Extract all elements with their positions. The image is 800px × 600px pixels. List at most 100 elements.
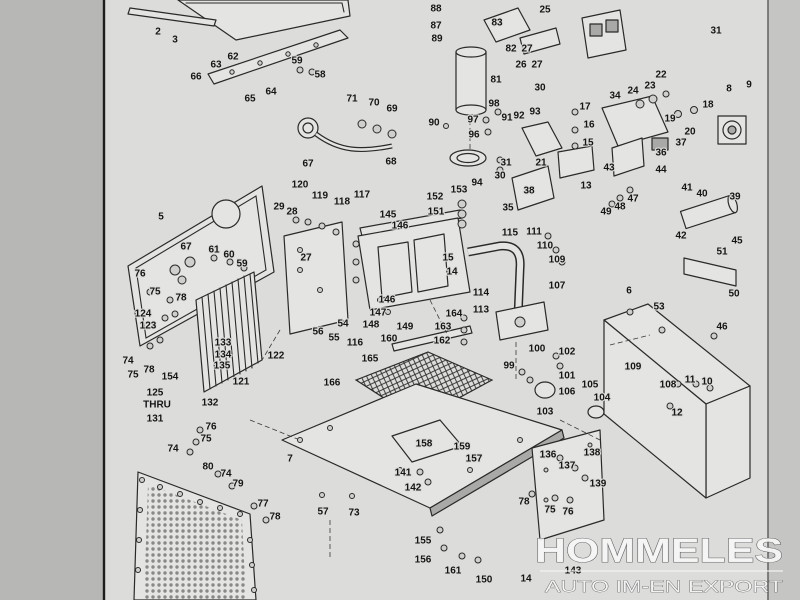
fastener bbox=[318, 222, 326, 230]
fastener bbox=[517, 437, 523, 443]
fastener bbox=[156, 336, 164, 344]
part-callout: 71 bbox=[346, 94, 358, 105]
mounting-plate bbox=[511, 165, 555, 211]
fastener bbox=[313, 42, 319, 48]
part-callout: 29 bbox=[273, 202, 285, 213]
part-callout: 81 bbox=[490, 75, 502, 86]
top-cover-flange bbox=[185, 2, 345, 13]
part-callout: 43 bbox=[603, 163, 615, 174]
fastener bbox=[662, 90, 670, 98]
part-callout: 77 bbox=[257, 499, 269, 510]
part-callout: 68 bbox=[385, 157, 397, 168]
part-callout: 70 bbox=[368, 98, 380, 109]
part-callout: 161 bbox=[445, 566, 462, 577]
terminal-strip bbox=[611, 137, 645, 177]
part-callout: 17 bbox=[579, 102, 591, 113]
relay-socket bbox=[605, 19, 619, 33]
fastener bbox=[387, 129, 397, 139]
fastener bbox=[251, 587, 257, 593]
fastener bbox=[692, 380, 700, 388]
fastener bbox=[229, 69, 235, 75]
fastener bbox=[217, 505, 223, 511]
transformer-coil bbox=[413, 233, 449, 293]
part-callout: 123 bbox=[140, 321, 157, 332]
part-callout: 49 bbox=[600, 207, 612, 218]
part-callout: 14 bbox=[520, 574, 532, 585]
part-callout: 138 bbox=[584, 448, 601, 459]
fastener bbox=[228, 482, 236, 490]
part-callout: 120 bbox=[292, 180, 309, 191]
bottom-cover-panel bbox=[133, 471, 257, 600]
fastener bbox=[196, 426, 204, 434]
fastener bbox=[226, 258, 234, 266]
heat-sink-fin bbox=[249, 273, 259, 364]
fastener bbox=[460, 338, 468, 346]
heat-sink-fin bbox=[207, 293, 217, 387]
relay-socket bbox=[589, 23, 603, 37]
part-callout: 159 bbox=[454, 442, 471, 453]
fastener bbox=[558, 258, 566, 266]
part-callout: 61 bbox=[208, 245, 220, 256]
cover-texture bbox=[144, 484, 246, 600]
fastener bbox=[146, 288, 154, 296]
part-callout: 24 bbox=[627, 86, 639, 97]
fastener bbox=[292, 216, 300, 224]
part-callout: 119 bbox=[312, 191, 329, 202]
fastener bbox=[484, 128, 492, 136]
watermark: HOMMELES AUTO IM-EN EXPORT bbox=[535, 532, 784, 597]
part-callout: 59 bbox=[291, 56, 303, 67]
cover-strip bbox=[127, 7, 217, 27]
part-callout: 22 bbox=[655, 70, 667, 81]
part-callout: 97 bbox=[467, 115, 479, 126]
part-callout: 162 bbox=[434, 336, 451, 347]
fastener bbox=[424, 478, 432, 486]
part-callout: 7 bbox=[287, 454, 293, 465]
fastener bbox=[460, 314, 468, 322]
part-callout: 121 bbox=[233, 377, 250, 388]
fastener bbox=[674, 110, 682, 118]
part-callout: 111 bbox=[526, 227, 542, 238]
terminal-bracket bbox=[601, 95, 669, 147]
part-callout: 149 bbox=[397, 322, 414, 333]
part-callout: 73 bbox=[348, 508, 360, 519]
fastener bbox=[496, 156, 504, 164]
fastener bbox=[317, 287, 323, 293]
part-callout: 41 bbox=[681, 183, 693, 194]
sensor-cable bbox=[315, 132, 393, 151]
part-callout: 63 bbox=[210, 60, 222, 71]
top-cover-panel bbox=[177, 0, 351, 41]
part-callout: 76 bbox=[134, 269, 146, 280]
fastener bbox=[257, 60, 263, 66]
part-callout: 137 bbox=[559, 461, 576, 472]
fastener bbox=[332, 228, 340, 236]
relay-block bbox=[581, 9, 627, 59]
part-callout: 105 bbox=[582, 380, 599, 391]
part-callout: 50 bbox=[728, 289, 740, 300]
part-callout: 2 bbox=[155, 27, 161, 38]
part-callout: 69 bbox=[386, 104, 398, 115]
gasket-ring bbox=[449, 149, 487, 167]
valve-parts bbox=[534, 381, 605, 419]
fastener bbox=[166, 296, 174, 304]
part-callout: 55 bbox=[328, 333, 340, 344]
part-callout: 37 bbox=[675, 138, 687, 149]
fastener bbox=[571, 142, 579, 150]
capacitor-cylinder bbox=[679, 194, 739, 230]
fastener bbox=[648, 94, 658, 104]
part-callout: 107 bbox=[549, 281, 566, 292]
part-callout: 103 bbox=[537, 407, 554, 418]
fastener bbox=[135, 567, 141, 573]
part-callout: 15 bbox=[582, 138, 594, 149]
component-board bbox=[283, 221, 349, 335]
fastener bbox=[161, 314, 169, 322]
cabinet-enclosure bbox=[603, 303, 751, 499]
part-callout: 10 bbox=[701, 377, 713, 388]
connector-pins bbox=[727, 125, 737, 135]
fastener bbox=[690, 106, 698, 114]
fastener bbox=[385, 309, 391, 315]
part-callout: 109 bbox=[625, 362, 642, 373]
transformer-coil bbox=[377, 241, 413, 299]
part-callout: 115 bbox=[502, 228, 519, 239]
fastener bbox=[352, 276, 360, 284]
